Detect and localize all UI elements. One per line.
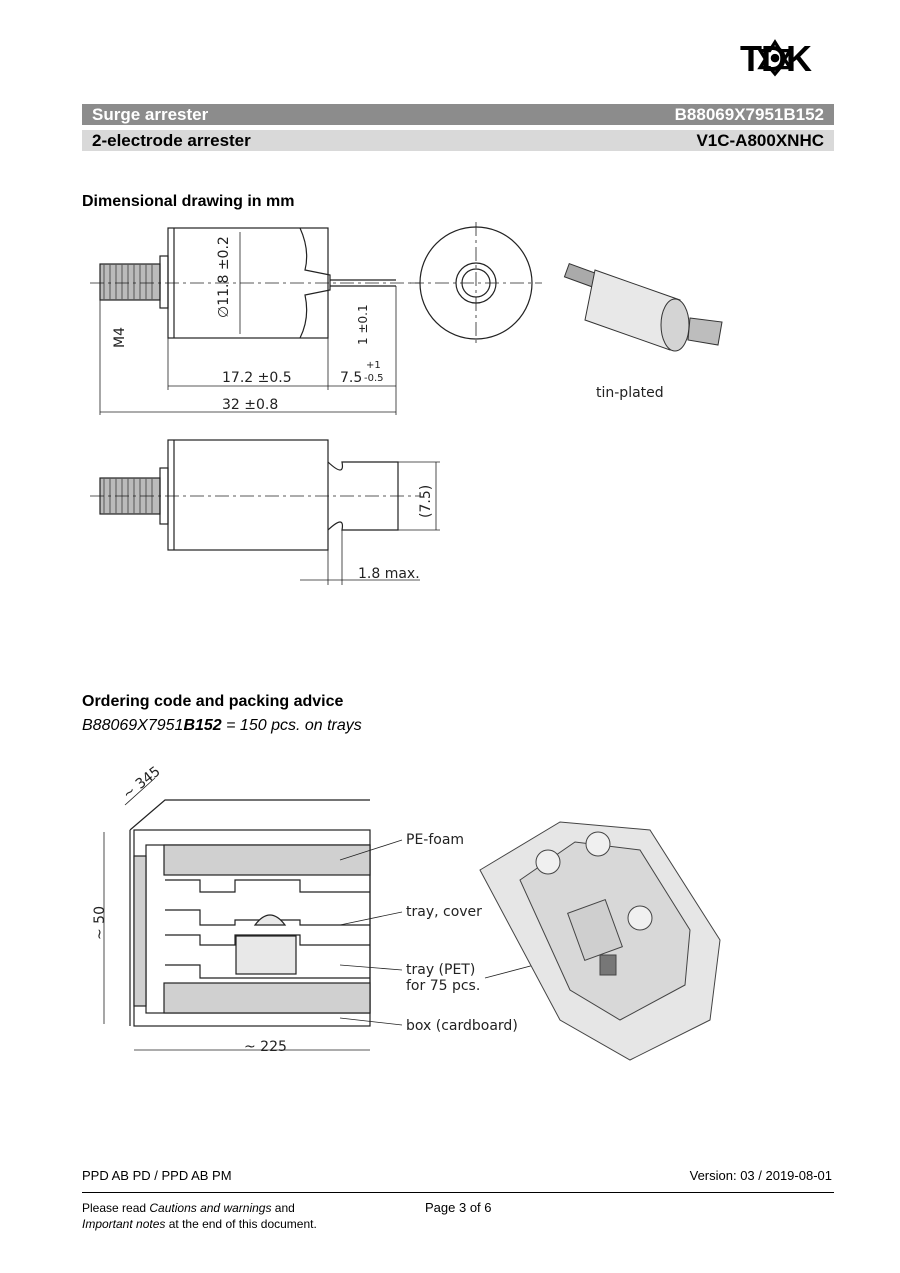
note-text-2: and xyxy=(271,1201,295,1215)
part-number: B88069X7951B152 xyxy=(674,105,824,124)
type-code: V1C-A800XNHC xyxy=(696,131,824,150)
dim-length-tab: 7.5 xyxy=(340,370,363,386)
section-title-dimensional: Dimensional drawing in mm xyxy=(82,193,295,210)
footer-department: PPD AB PD / PPD AB PM xyxy=(82,1168,232,1183)
product-name: Surge arrester xyxy=(92,105,209,124)
dim-tab-max: 1.8 max. xyxy=(358,566,420,582)
label-cover: tray, cover xyxy=(406,904,482,920)
footer-notes: Please read Cautions and warnings and Im… xyxy=(82,1200,317,1232)
note-link-cautions[interactable]: Cautions and warnings xyxy=(149,1201,272,1215)
product-bar: Surge arrester B88069X7951B152 xyxy=(82,104,834,125)
finish-label: tin-plated xyxy=(596,385,664,401)
subtitle-bar: 2-electrode arrester V1C-A800XNHC xyxy=(82,130,834,151)
label-tray-count: for 75 pcs. xyxy=(406,978,481,994)
note-text-3: at the end of this document. xyxy=(165,1217,317,1231)
dim-height: ~ 50 xyxy=(92,906,108,940)
ordering-code: B88069X7951B152 = 150 pcs. on trays xyxy=(82,717,362,735)
ordering-code-prefix: B88069X7951 xyxy=(82,717,184,734)
dim-total: 32 ±0.8 xyxy=(222,397,279,413)
note-text-1: Please read xyxy=(82,1201,150,1215)
page-number: Page 3 of 6 xyxy=(425,1200,492,1215)
label-tray: tray (PET) xyxy=(406,962,476,978)
dim-width: ~ 225 xyxy=(244,1039,287,1055)
tdk-logo-icon xyxy=(757,39,793,77)
brand-logo-text: TDK xyxy=(740,38,812,79)
product-subtitle: 2-electrode arrester xyxy=(92,131,251,150)
section-title-ordering: Ordering code and packing advice xyxy=(82,693,344,710)
footer-divider xyxy=(82,1192,834,1193)
label-foam: PE-foam xyxy=(406,832,465,848)
ordering-code-bold: B152 xyxy=(183,717,222,734)
ordering-code-suffix: = 150 pcs. on trays xyxy=(221,717,362,734)
label-box: box (cardboard) xyxy=(406,1018,518,1034)
note-link-important[interactable]: Important notes xyxy=(82,1217,166,1231)
dim-tol-plus: +1 xyxy=(366,360,381,371)
dim-tol-minus: -0.5 xyxy=(364,373,384,384)
footer-version: Version: 03 / 2019-08-01 xyxy=(689,1168,832,1183)
dim-length-body: 17.2 ±0.5 xyxy=(222,370,292,386)
packing-drawing xyxy=(103,777,721,1061)
side-view-drawing xyxy=(90,222,723,585)
